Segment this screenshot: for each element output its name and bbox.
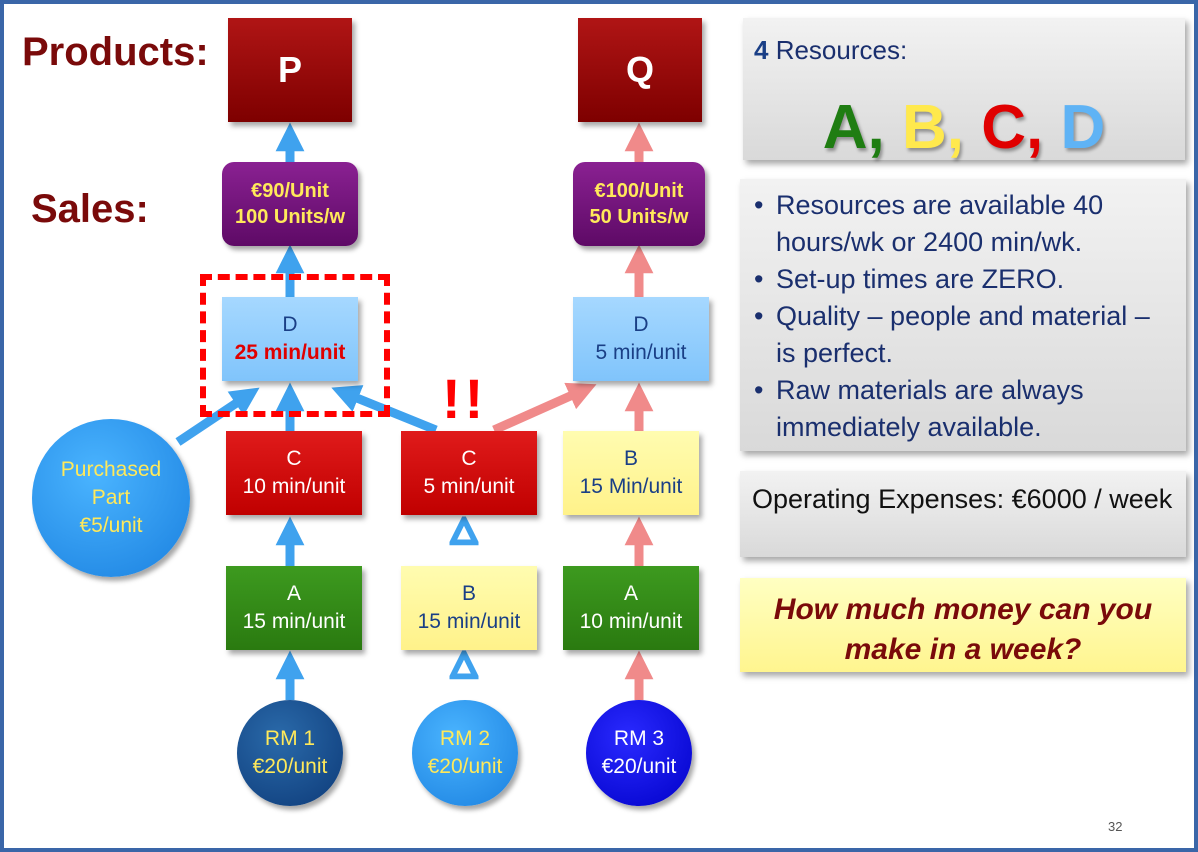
purchased-part: Purchased Part €5/unit [32,419,190,577]
page-number: 32 [1108,819,1123,834]
letter-separator: , [867,93,902,162]
purchased-part-line1: Purchased [60,458,162,481]
sales-p: €90/Unit 100 Units/w [222,162,358,246]
resource-b-mid-time: 15 min/unit [417,610,521,633]
resource-c-mid: C 5 min/unit [401,431,537,515]
raw-material-1: RM 1 €20/unit [237,700,343,806]
resource-c-mid-name: C [461,447,477,470]
resource-b-right: B 15 Min/unit [563,431,699,515]
purchased-part-line2: Part [91,486,131,509]
resources-count: 4 [754,35,769,65]
question-panel: How much money can you make in a week? [740,578,1186,672]
constraint-highlight-box [200,274,390,417]
raw-material-2: RM 2 €20/unit [412,700,518,806]
letter-separator: , [946,93,982,162]
assumption-item: Resources are available 40 hours/wk or 2… [754,187,1174,261]
resources-title: Resources: [768,35,908,65]
arrow-purchased-to-d-left [175,387,260,446]
letter-a: A [822,93,868,162]
resource-b-right-name: B [623,447,638,470]
resource-c-mid-time: 5 min/unit [423,475,515,498]
resource-d-left: D 25 min/unit [222,297,358,381]
product-p: P [228,18,352,122]
resource-b-mid-name: B [461,582,476,605]
question-text: How much money can you make in a week? [773,593,1153,666]
letter-b: B [901,93,947,162]
sales-q-price: €100/Unit [594,180,684,202]
purchased-part-cost: €5/unit [79,514,143,537]
resources-heading: 4 Resources: [754,35,907,66]
resource-a-left: A 15 min/unit [226,566,362,650]
sales-label: Sales: [31,187,149,231]
resource-a-left-name: A [286,582,301,605]
rm2-name: RM 2 [439,727,491,750]
raw-material-3: RM 3 €20/unit [586,700,692,806]
assumptions-panel: Resources are available 40 hours/wk or 2… [740,179,1186,451]
resources-panel: 4 Resources: A, B, C, D [743,18,1185,163]
sales-q-volume: 50 Units/w [589,206,689,228]
assumption-item: Set-up times are ZERO. [754,261,1174,298]
sales-q: €100/Unit 50 Units/w [573,162,705,246]
resource-d-right-time: 5 min/unit [595,341,687,364]
alert-marker: !! [442,367,488,430]
resource-d-left-name: D [282,313,298,336]
letter-separator: , [1026,93,1061,162]
assumptions-list: Resources are available 40 hours/wk or 2… [754,187,1174,446]
resource-d-right: D 5 min/unit [573,297,709,381]
arrow-c-mid-to-d-right [492,382,597,435]
resource-a-right-name: A [623,582,638,605]
assumption-item: Raw materials are always immediately ava… [754,372,1174,446]
letter-c: C [981,93,1026,162]
rm3-cost: €20/unit [601,755,677,778]
letter-d: D [1060,93,1106,162]
resource-a-right: A 10 min/unit [563,566,699,650]
rm1-cost: €20/unit [252,755,328,778]
sales-p-volume: 100 Units/w [234,206,346,228]
resource-c-left-name: C [286,447,302,470]
resource-b-mid: B 15 min/unit [401,566,537,650]
rm2-cost: €20/unit [427,755,503,778]
assumption-item: Quality – people and material – is perfe… [754,298,1174,372]
resource-d-right-name: D [633,313,649,336]
sales-p-price: €90/Unit [251,180,329,202]
resource-c-left: C 10 min/unit [226,431,362,515]
operating-expenses-panel: Operating Expenses: €6000 / week [740,471,1186,557]
resource-c-left-time: 10 min/unit [242,475,346,498]
resource-a-left-time: 15 min/unit [242,610,346,633]
product-q: Q [578,18,702,122]
resource-letters: A, B, C, D [743,92,1185,163]
resource-a-right-time: 10 min/unit [579,610,683,633]
rm3-name: RM 3 [613,727,665,750]
product-q-label: Q [625,49,654,90]
resource-b-right-time: 15 Min/unit [579,475,683,498]
products-label: Products: [22,30,209,74]
operating-expenses-text: Operating Expenses: €6000 / week [752,484,1173,514]
resource-d-left-time: 25 min/unit [234,341,346,364]
rm1-name: RM 1 [264,727,316,750]
product-p-label: P [277,49,302,90]
